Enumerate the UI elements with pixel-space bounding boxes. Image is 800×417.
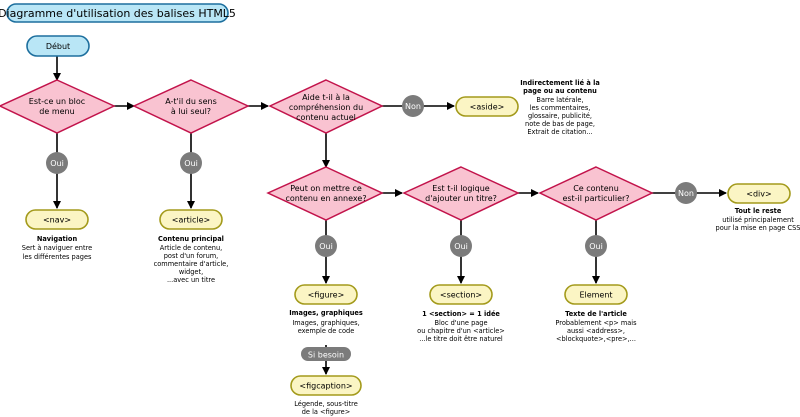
note-article-title: Contenu principal <box>158 235 224 243</box>
note-aside-line-1: Barre latérale, <box>536 96 583 104</box>
note-figure-title: Images, graphiques <box>289 309 363 317</box>
terminal-aside-label: <aside> <box>470 103 505 112</box>
badge-non-div-label: Non <box>678 189 694 198</box>
decision-standalone-line-1: A-t'il du sens <box>165 97 217 106</box>
terminal-figcaption[interactable]: <figcaption> <box>290 375 362 396</box>
note-aside-line-4: note de bas de page, <box>525 120 595 128</box>
terminal-figure[interactable]: <figure> <box>294 284 358 305</box>
note-element: Texte de l'article Probablement <p> mais… <box>555 310 637 343</box>
badge-oui-standalone-label: Oui <box>184 159 198 168</box>
decision-particular-line-2: est-il particulier? <box>562 194 629 203</box>
start-label: Début <box>46 41 70 51</box>
decision-menu-line-1: Est-ce un bloc <box>29 97 85 106</box>
terminal-article[interactable]: <article> <box>159 209 223 230</box>
decision-helps-line-3: contenu actuel <box>296 113 356 122</box>
note-element-title: Texte de l'article <box>565 310 627 318</box>
decision-annex-line-2: contenu en annexe? <box>285 194 366 203</box>
note-aside-line-2: les commentaires, <box>530 104 591 112</box>
note-article-line-4: widget, <box>179 268 203 276</box>
note-article-line-3: commentaire d'article, <box>154 260 229 268</box>
badge-oui-menu-label: Oui <box>50 159 64 168</box>
note-nav: Navigation Sert à naviguer entre les dif… <box>22 235 92 261</box>
decision-standalone-line-2: à lui seul? <box>171 107 211 116</box>
note-article-line-2: post d'un forum, <box>164 252 219 260</box>
badge-oui-standalone: Oui <box>180 152 202 174</box>
terminal-figure-label: <figure> <box>308 291 345 300</box>
terminal-element-label: Element <box>579 291 612 300</box>
note-div-line-2: pour la mise en page CSS <box>716 224 800 232</box>
terminal-nav-label: <nav> <box>43 216 71 225</box>
terminal-figcaption-label: <figcaption> <box>299 382 352 391</box>
badge-oui-annex: Oui <box>315 235 337 257</box>
note-nav-title: Navigation <box>37 235 78 243</box>
note-figcaption-line-2: de la <figure> <box>302 408 351 416</box>
badge-oui-title-label: Oui <box>454 242 468 251</box>
note-figure-line-1: Images, graphiques, <box>292 319 359 327</box>
note-figure-line-2: exemple de code <box>298 327 355 335</box>
terminal-div-label: <div> <box>746 190 771 199</box>
badge-oui-particular: Oui <box>585 235 607 257</box>
note-aside-line-5: Extrait de citation... <box>527 128 592 136</box>
decision-annex[interactable]: Peut on mettre ce contenu en annexe? <box>266 166 384 221</box>
badge-non-aside: Non <box>402 95 424 117</box>
terminal-section[interactable]: <section> <box>429 284 493 305</box>
note-div-title: Tout le reste <box>735 207 782 215</box>
note-element-line-2: aussi <address>, <box>567 327 625 335</box>
decision-helps-understanding[interactable]: Aide t-il à la compréhension du contenu … <box>268 79 384 134</box>
diagram-title: Diagramme d'utilisation des balises HTML… <box>0 7 236 20</box>
terminal-nav[interactable]: <nav> <box>25 209 89 230</box>
note-section-line-2: ou chapitre d'un <article> <box>417 327 505 335</box>
decision-annex-line-1: Peut on mettre ce <box>290 184 362 193</box>
badge-oui-annex-label: Oui <box>319 242 333 251</box>
note-section: 1 <section> = 1 idée Bloc d'une page ou … <box>417 310 505 343</box>
decision-add-title[interactable]: Est t-il logique d'ajouter un titre? <box>402 166 520 221</box>
decision-particular[interactable]: Ce contenu est-il particulier? <box>538 166 654 221</box>
decision-menu-line-2: de menu <box>39 107 74 116</box>
note-section-title: 1 <section> = 1 idée <box>422 310 500 318</box>
note-element-line-1: Probablement <p> mais <box>555 319 637 327</box>
decision-helps-line-1: Aide t-il à la <box>302 93 350 102</box>
terminal-aside[interactable]: <aside> <box>455 96 519 117</box>
note-figure: Images, graphiques Images, graphiques, e… <box>289 309 363 335</box>
terminal-article-label: <article> <box>172 216 211 225</box>
badge-oui-particular-label: Oui <box>589 242 603 251</box>
note-article: Contenu principal Article de contenu, po… <box>154 235 229 284</box>
note-nav-line-2: les différentes pages <box>23 253 92 261</box>
note-figcaption-line-1: Légende, sous-titre <box>294 400 358 408</box>
badge-oui-title: Oui <box>450 235 472 257</box>
decision-helps-line-2: compréhension du <box>289 102 363 112</box>
terminal-div[interactable]: <div> <box>727 183 791 204</box>
note-aside-title-2: page ou au contenu <box>523 87 597 95</box>
badge-oui-menu: Oui <box>46 152 68 174</box>
note-div: Tout le reste utilisé principalement pou… <box>716 207 800 232</box>
title-box <box>6 3 229 23</box>
decision-title-line-1: Est t-il logique <box>432 184 489 193</box>
decision-title-line-2: d'ajouter un titre? <box>425 194 497 203</box>
terminal-section-label: <section> <box>440 291 482 300</box>
badge-si-besoin-label: Si besoin <box>308 351 344 360</box>
note-aside-title-1: Indirectement lié à la <box>520 79 600 87</box>
decision-menu-block[interactable]: Est-ce un bloc de menu <box>0 79 116 134</box>
start-node[interactable] <box>26 35 90 57</box>
note-aside: Indirectement lié à la page ou au conten… <box>520 79 600 136</box>
decision-standalone[interactable]: A-t'il du sens à lui seul? <box>132 79 250 134</box>
note-article-line-1: Article de contenu, <box>160 244 223 252</box>
badge-non-aside-label: Non <box>405 102 421 111</box>
badge-si-besoin: Si besoin <box>301 347 351 361</box>
note-nav-line-1: Sert à naviguer entre <box>22 244 92 252</box>
terminal-element[interactable]: Element <box>564 284 628 305</box>
note-aside-line-3: glossaire, publicité, <box>528 112 592 120</box>
note-section-line-1: Bloc d'une page <box>434 319 487 327</box>
note-article-line-5: ...avec un titre <box>167 276 215 284</box>
note-div-line-1: utilisé principalement <box>722 216 794 224</box>
note-section-line-3: ...le titre doit être naturel <box>419 335 503 343</box>
note-element-line-3: <blockquote>,<pre>,... <box>556 335 636 343</box>
badge-non-div: Non <box>675 182 697 204</box>
decision-particular-line-1: Ce contenu <box>573 184 619 193</box>
note-figcaption: Légende, sous-titre de la <figure> <box>294 400 358 416</box>
